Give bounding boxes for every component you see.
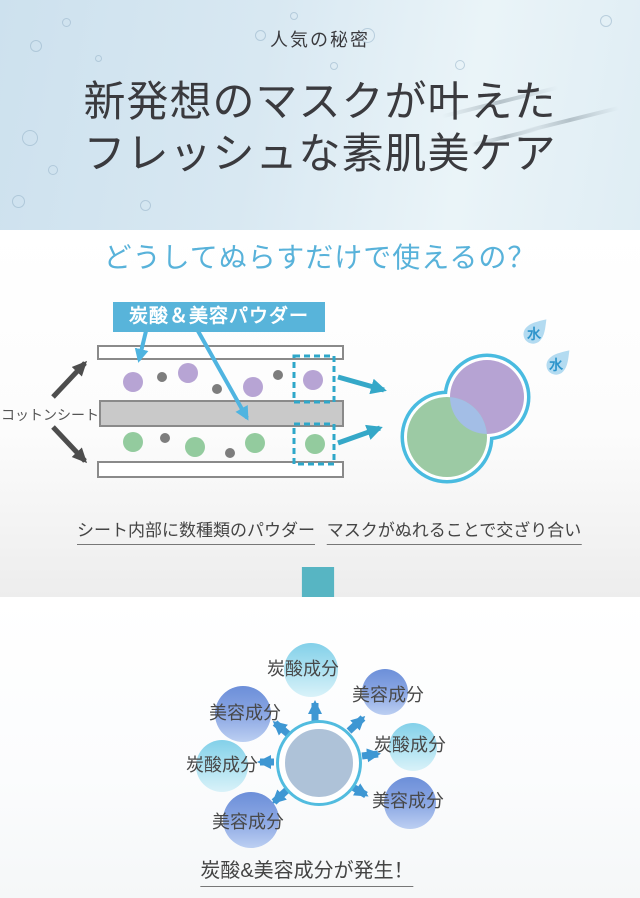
hero-banner: 人気の秘密 新発想のマスクが叶えたフレッシュな素肌美ケア [0, 0, 640, 230]
component-label: 炭酸成分 [186, 755, 258, 775]
water-drop-label: 水 [527, 326, 541, 342]
powder-particles [123, 363, 325, 458]
component-bubble-carbonic [389, 723, 437, 771]
cotton-sheet-label: コットンシート [1, 407, 99, 423]
wet-mask-center-circle [279, 723, 359, 803]
bubble-decoration [290, 12, 298, 20]
sheet-structure-diagram [51, 313, 577, 484]
component-bubble-beauty [362, 669, 408, 715]
caption-result: 炭酸&美容成分が発生！ [200, 854, 414, 887]
page-title: 新発想のマスクが叶えたフレッシュな素肌美ケア [0, 76, 640, 180]
section-title: どうしてぬらすだけで使えるの？ [103, 242, 537, 273]
water-drop-icon [519, 313, 577, 379]
component-bubble-carbonic [196, 740, 248, 792]
bubble-decoration [600, 15, 612, 27]
component-label: 美容成分 [372, 791, 444, 811]
radiating-arrows [257, 700, 381, 805]
component-bubble-beauty [223, 792, 279, 848]
bubble-decoration [62, 18, 71, 27]
cotton-sheet-layers [97, 345, 344, 478]
bubble-decoration [95, 55, 102, 62]
component-bubble-beauty [384, 777, 436, 829]
bubble-decoration [255, 30, 266, 41]
component-bubble-beauty [215, 686, 271, 742]
mixing-arrows [337, 374, 387, 446]
mixed-powder-circles [400, 353, 531, 484]
bubble-decoration [455, 60, 465, 70]
cotton-sheet-arrows [51, 360, 88, 464]
component-label: 美容成分 [209, 703, 281, 723]
bubble-decoration [12, 195, 25, 208]
bubble-decoration [140, 200, 151, 211]
component-label: 炭酸成分 [267, 659, 339, 679]
caption-mixing: マスクがぬれることで交ざり合い [326, 516, 582, 545]
powder-label-arrows [134, 330, 249, 421]
bubble-decoration [330, 62, 338, 70]
bubble-decoration [48, 165, 58, 175]
bubble-decoration [30, 40, 42, 52]
caption-powder-inside: シート内部に数種類のパウダー [77, 516, 315, 545]
component-label: 美容成分 [352, 685, 424, 705]
powder-label: 炭酸＆美容パウダー [113, 302, 325, 332]
component-label: 炭酸成分 [374, 735, 446, 755]
bubble-decoration [360, 28, 375, 43]
component-bubble-carbonic [284, 643, 338, 697]
water-drop-label: 水 [549, 357, 563, 373]
bubble-decoration [22, 130, 38, 146]
eyebrow-text: 人気の秘密 [270, 30, 370, 50]
title-line-1: 新発想のマスクが叶えた [83, 78, 557, 125]
highlight-dashed-boxes [292, 354, 336, 466]
title-line-2: フレッシュな素肌美ケア [83, 130, 557, 177]
component-label: 美容成分 [212, 812, 284, 832]
